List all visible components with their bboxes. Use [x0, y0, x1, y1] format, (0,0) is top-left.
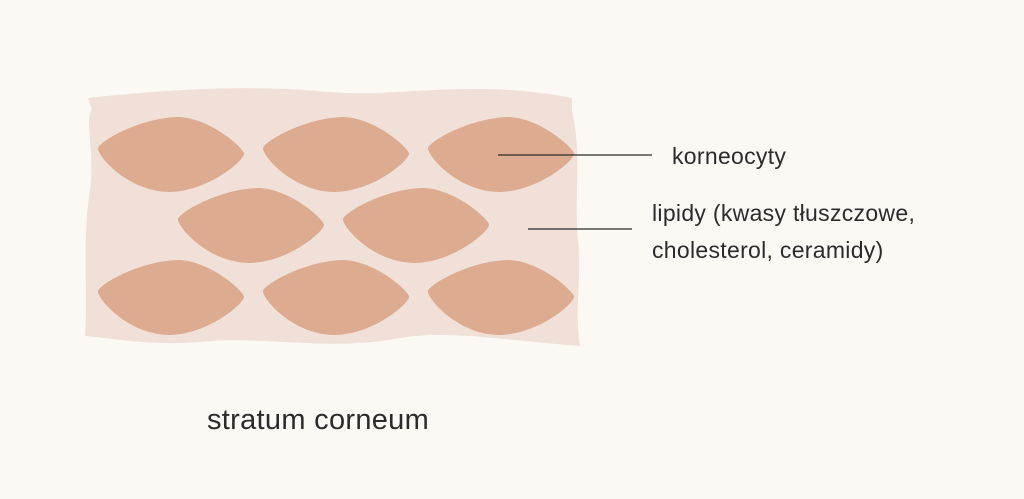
- corneocyte-cell: [177, 188, 325, 263]
- corneocyte-cell: [342, 188, 490, 263]
- corneocyte-cell: [262, 260, 410, 335]
- corneocyte-cell: [97, 117, 245, 192]
- label-corneocytes: korneocyty: [672, 143, 787, 169]
- label-lipids-line1: lipidy (kwasy tłuszczowe,: [652, 200, 916, 226]
- label-lipids-line2: cholesterol, ceramidy): [652, 237, 884, 263]
- corneocyte-cell: [427, 260, 575, 335]
- diagram-title: stratum corneum: [207, 404, 430, 436]
- corneocyte-cell: [262, 117, 410, 192]
- corneocyte-cell: [97, 260, 245, 335]
